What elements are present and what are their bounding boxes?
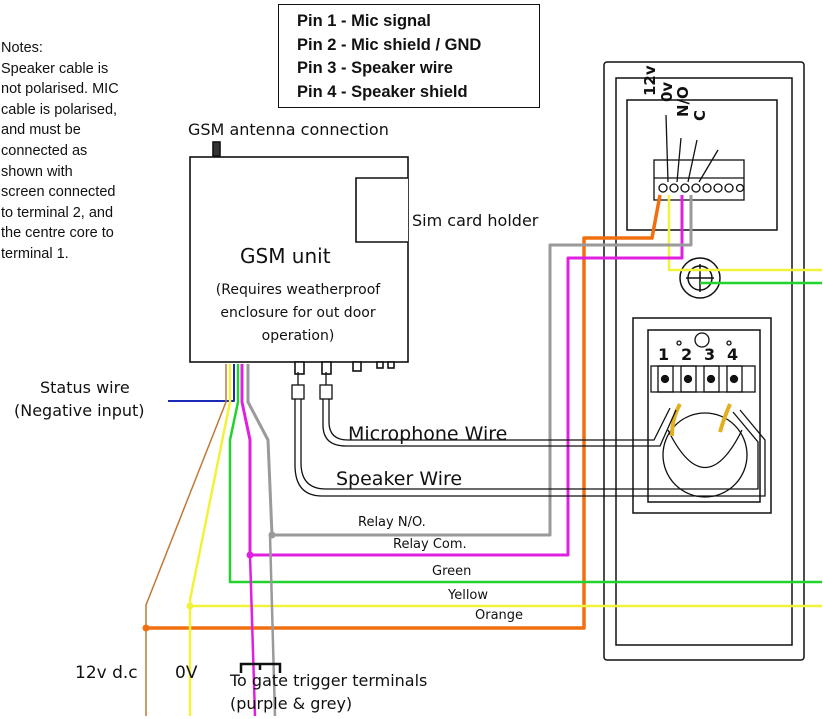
- status-wire: [168, 364, 235, 402]
- terminal-label-c: C: [691, 109, 709, 121]
- microphone-wire-label: Microphone Wire: [348, 423, 508, 445]
- notes-line: terminal 1.: [1, 245, 69, 262]
- magenta-wire: [240, 195, 684, 557]
- green-wire-label: Green: [432, 564, 472, 579]
- speaker-terminal-3: 3: [704, 345, 716, 364]
- grey-wire: [246, 195, 693, 537]
- cable-gland: [679, 257, 721, 299]
- speaker-terminal-1: 1: [658, 345, 670, 364]
- pin-legend-item: Pin 3 - Speaker wire: [297, 59, 453, 77]
- relay-terminal: [680, 183, 690, 193]
- antenna-label: GSM antenna connection: [188, 120, 389, 139]
- microphone-cable: [322, 398, 677, 447]
- green-wire: [228, 364, 822, 584]
- gsm-note-line: operation): [261, 328, 335, 344]
- notes-title: Notes:: [1, 40, 43, 56]
- relay-terminal-block: [653, 114, 745, 201]
- relay-no-label: Relay N/O.: [358, 515, 426, 530]
- speaker-module: [650, 332, 756, 498]
- orange-wire: [145, 364, 227, 716]
- gsm-unit-title: GSM unit: [240, 244, 331, 268]
- relay-com-label: Relay Com.: [393, 537, 467, 552]
- status-wire-label: Status wire: [40, 378, 130, 397]
- gsm-note-line: (Requires weatherproof: [215, 282, 381, 298]
- wires: [142, 194, 822, 717]
- notes-line: shown with: [1, 163, 73, 180]
- speaker-wire-label: Speaker Wire: [336, 468, 463, 490]
- notes-line: the centre core to: [1, 225, 114, 242]
- pin-legend-item: Pin 4 - Speaker shield: [297, 82, 468, 101]
- antenna-connector: [212, 141, 221, 157]
- supply-0v-label: 0V: [175, 663, 198, 683]
- status-wire-sublabel: (Negative input): [14, 401, 145, 420]
- terminal-label-no: N/O: [674, 86, 692, 117]
- sim-holder-label: Sim card holder: [412, 211, 539, 230]
- notes-line: Speaker cable is: [1, 60, 109, 77]
- audio-cables: [291, 372, 766, 497]
- intercom-panel: [603, 61, 805, 661]
- notes-line: cable is polarised,: [1, 101, 118, 118]
- orange-wire-label: Orange: [475, 608, 524, 623]
- notes-block: Notes: Speaker cable is not polarised. M…: [1, 38, 171, 265]
- terminal-label-12v: 12v: [641, 65, 659, 96]
- speaker-terminal-2: 2: [681, 345, 693, 364]
- gate-trigger-bracket: [239, 662, 282, 673]
- pin-legend-item: Pin 2 - Mic shield / GND: [297, 35, 482, 54]
- gsm-unit-box: [189, 141, 409, 375]
- notes-line: not polarised. MIC: [1, 81, 119, 98]
- yellow-wire: [188, 364, 232, 716]
- speaker-cable: [294, 398, 766, 497]
- pin-legend-item: Pin 1 - Mic signal: [297, 12, 431, 30]
- relay-terminal: [669, 183, 679, 193]
- gate-trigger-label: To gate trigger terminals: [230, 671, 428, 690]
- supply-12v-label: 12v d.c: [75, 663, 138, 683]
- relay-terminal: [691, 183, 701, 193]
- pin-legend: Pin 1 - Mic signal Pin 2 - Mic shield / …: [278, 4, 540, 108]
- speaker-terminal-4: 4: [727, 345, 739, 364]
- yellow-wire-label: Yellow: [448, 588, 489, 603]
- notes-line: connected as: [1, 142, 88, 159]
- gsm-note-line: enclosure for out door: [220, 305, 376, 321]
- notes-line: screen connected: [1, 184, 116, 201]
- relay-terminal: [658, 183, 668, 193]
- notes-line: and must be: [1, 122, 81, 139]
- notes-line: to terminal 2, and: [1, 204, 114, 221]
- gate-trigger-sublabel: (purple & grey): [230, 694, 353, 713]
